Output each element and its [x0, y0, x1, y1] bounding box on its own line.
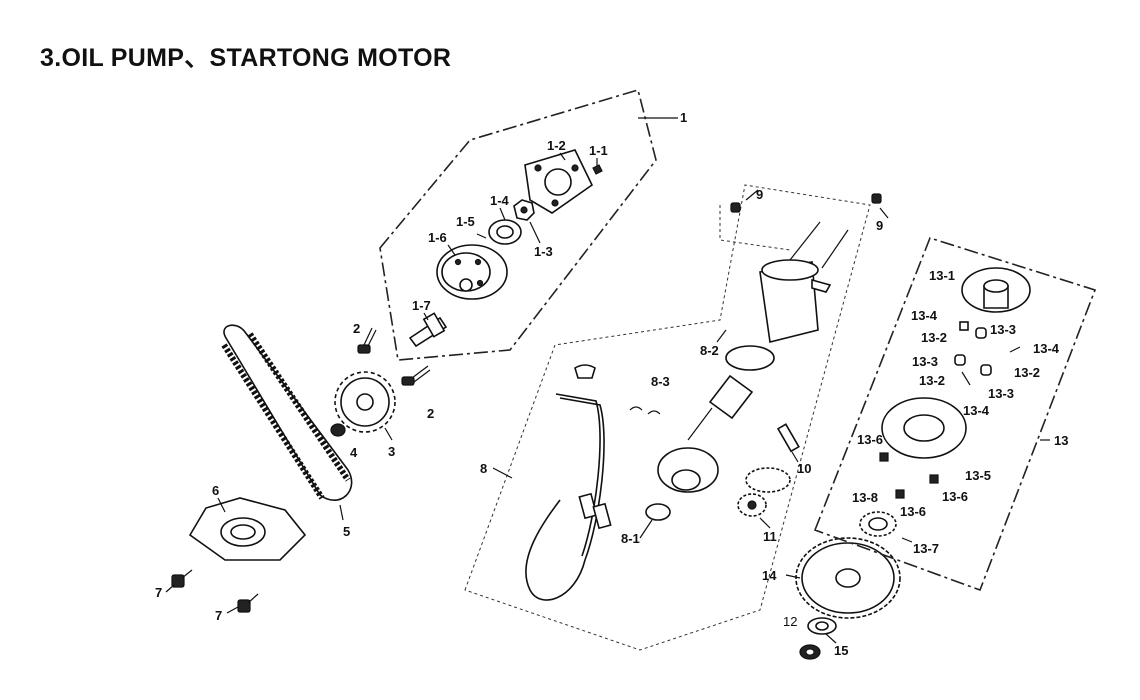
- callout-8-1: 8-1: [621, 531, 640, 546]
- callout-8-2: 8-2: [700, 343, 719, 358]
- callout-1-3: 1-3: [534, 244, 553, 259]
- callout-13-4b: 13-4: [1033, 341, 1060, 356]
- callout-8: 8: [480, 461, 487, 476]
- oil-pump-group: [379, 88, 678, 361]
- callout-8-3: 8-3: [651, 374, 670, 389]
- callout-5: 5: [343, 524, 350, 539]
- callout-13-8: 13-8: [852, 490, 878, 505]
- callout-1-5: 1-5: [456, 214, 475, 229]
- callout-13-1: 13-1: [929, 268, 955, 283]
- callout-1-6: 1-6: [428, 230, 447, 245]
- callout-13-2b: 13-2: [919, 373, 945, 388]
- callout-13-6a: 13-6: [857, 432, 883, 447]
- callout-10: 10: [797, 461, 811, 476]
- callout-1: 1: [680, 110, 687, 125]
- callout-leaders: [165, 152, 889, 644]
- callout-14: 14: [762, 568, 777, 583]
- callout-1-2: 1-2: [547, 138, 566, 153]
- gear-parts: [737, 423, 901, 660]
- starter-motor-group: [464, 184, 882, 651]
- callout-3: 3: [388, 444, 395, 459]
- callout-9a: 9: [756, 187, 763, 202]
- callout-13-3a: 13-3: [990, 322, 1016, 337]
- callout-13-6b: 13-6: [942, 489, 968, 504]
- callout-13-3b: 13-3: [912, 354, 938, 369]
- bolt-2b-icon: [401, 365, 431, 386]
- callout-4: 4: [350, 445, 358, 460]
- callout-13-4a: 13-4: [911, 308, 938, 323]
- bolt-7a-icon: [171, 569, 193, 588]
- callout-labels: 1 1-1 1-2 1-3 1-4 1-5 1-6 1-7 2 2 3 4 5 …: [155, 110, 1068, 658]
- bolt-2a-icon: [357, 327, 377, 354]
- callout-13-2a: 13-2: [921, 330, 947, 345]
- callout-1-7: 1-7: [412, 298, 431, 313]
- callout-6: 6: [212, 483, 219, 498]
- callout-13-6c: 13-6: [900, 504, 926, 519]
- callout-15: 15: [834, 643, 848, 658]
- callout-13: 13: [1054, 433, 1068, 448]
- callout-13-3c: 13-3: [988, 386, 1014, 401]
- callout-12: 12: [783, 614, 797, 629]
- sprocket-3-icon: [334, 371, 396, 433]
- callout-13-5: 13-5: [965, 468, 991, 483]
- drive-parts: [171, 324, 431, 613]
- callout-2a: 2: [353, 321, 360, 336]
- clutch-group: [813, 237, 1097, 592]
- callout-2b: 2: [427, 406, 434, 421]
- bolt-7b-icon: [237, 593, 259, 613]
- callout-11: 11: [763, 529, 777, 544]
- callout-9b: 9: [876, 218, 883, 233]
- callout-7b: 7: [215, 608, 222, 623]
- cover-6-icon: [188, 497, 307, 561]
- callout-13-7: 13-7: [913, 541, 939, 556]
- callout-7a: 7: [155, 585, 162, 600]
- page-title: 3.OIL PUMP、STARTONG MOTOR: [40, 44, 452, 72]
- callout-1-1: 1-1: [589, 143, 608, 158]
- chain-5-icon: [221, 324, 353, 501]
- callout-13-4c: 13-4: [963, 403, 990, 418]
- callout-1-4: 1-4: [490, 193, 510, 208]
- callout-13-2c: 13-2: [1014, 365, 1040, 380]
